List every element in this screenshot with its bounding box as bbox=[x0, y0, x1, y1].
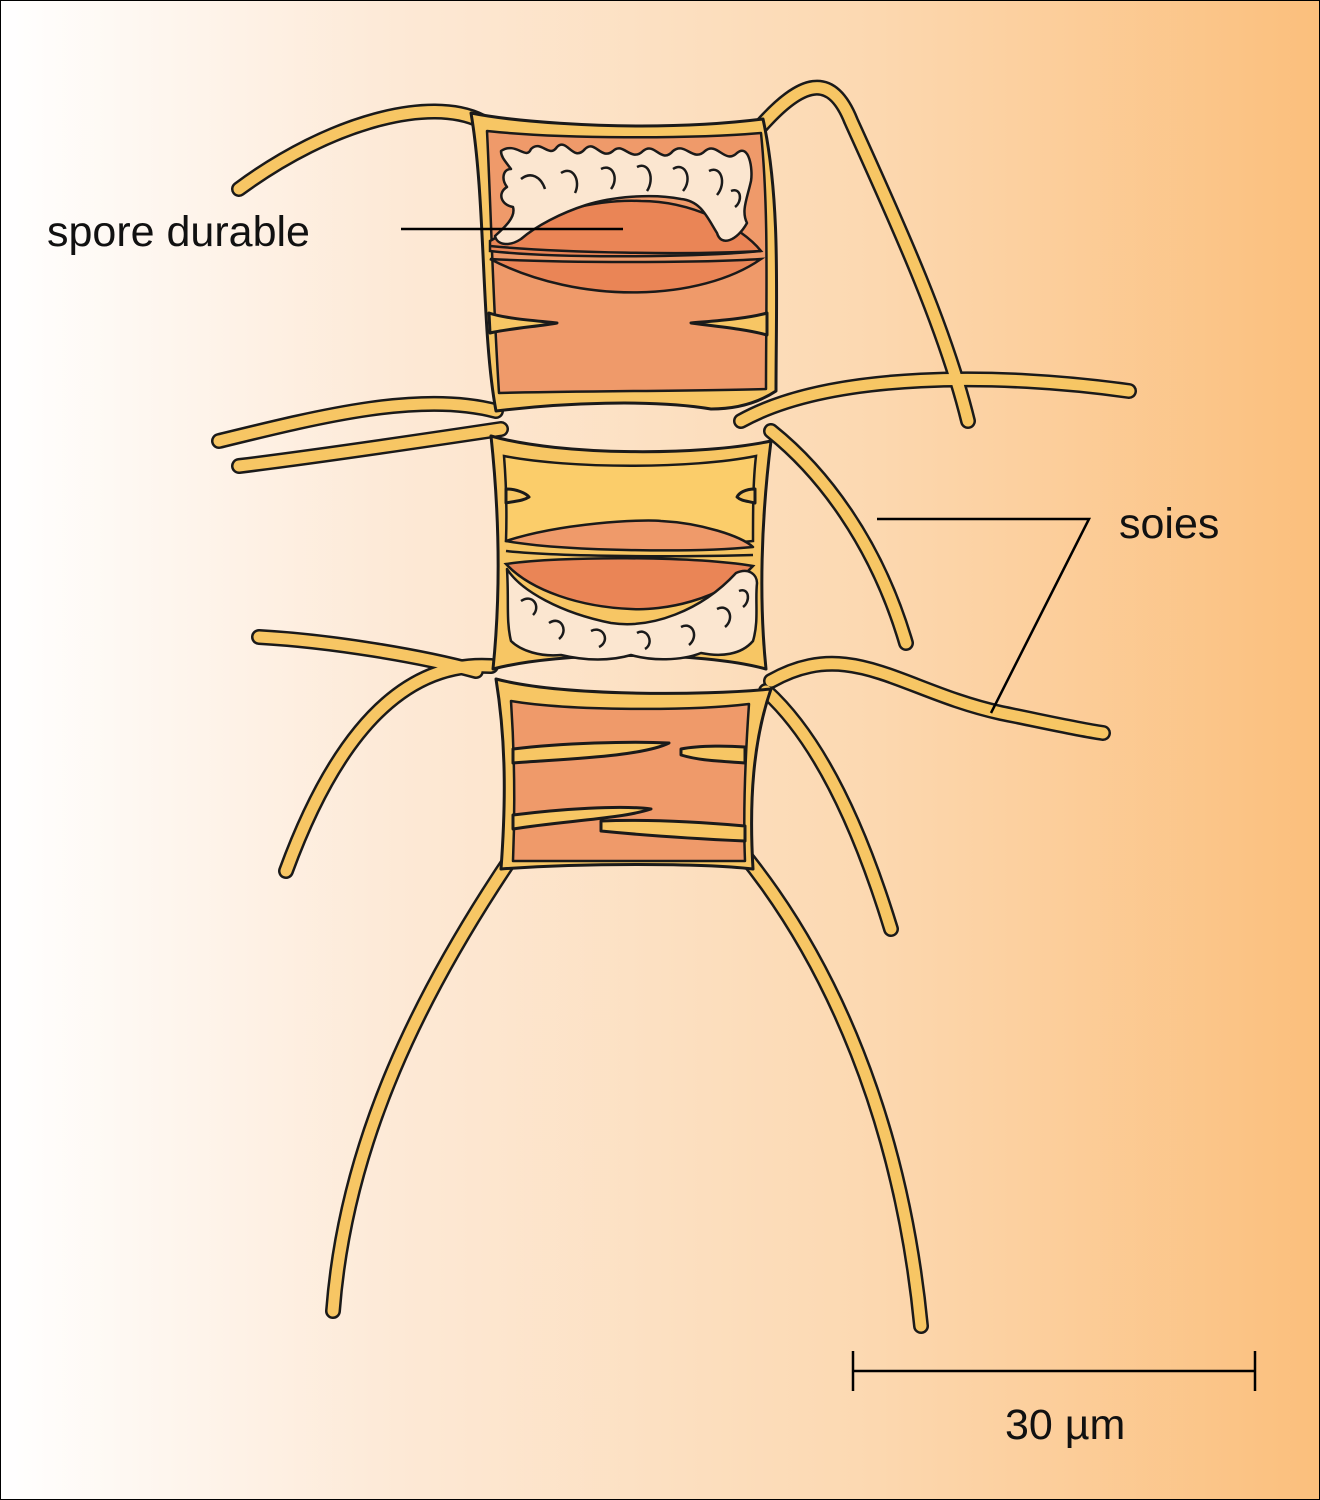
spore-lobes-top bbox=[493, 143, 753, 246]
cell-bottom bbox=[494, 677, 773, 871]
setae-group bbox=[211, 79, 1137, 1334]
label-soies: soies bbox=[1119, 500, 1220, 548]
seta-low-right-lower bbox=[758, 683, 899, 937]
leader-lines bbox=[401, 227, 1092, 714]
scale-bar bbox=[851, 1351, 1257, 1391]
cell-middle bbox=[489, 434, 773, 671]
seta-bottom-left bbox=[325, 843, 524, 1319]
label-scale: 30 µm bbox=[1005, 1401, 1126, 1449]
seta-mid-right-lower bbox=[763, 423, 914, 651]
cell-top bbox=[469, 111, 779, 413]
leader-setae bbox=[877, 517, 1092, 714]
label-spore-durable: spore durable bbox=[47, 208, 310, 256]
